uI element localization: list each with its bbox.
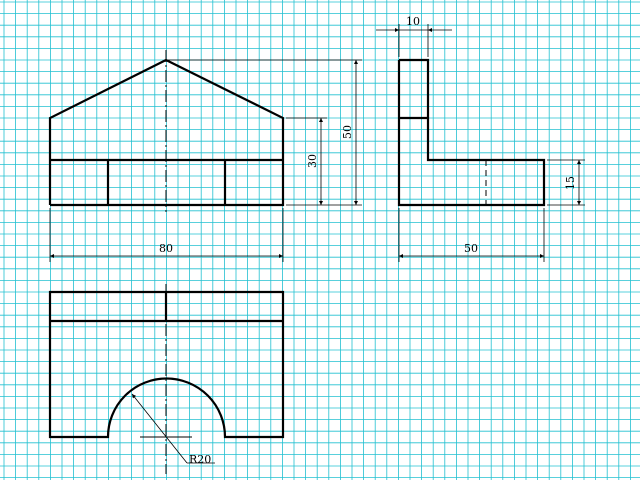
side-view-outline: [397, 58, 546, 207]
side-view-dimensions: [376, 24, 585, 262]
radius-leader-line: [131, 393, 188, 464]
dimension-label-30: 30: [306, 154, 319, 168]
front-view-dimensions: [49, 59, 362, 262]
front-view: [48, 50, 285, 212]
top-view: [48, 284, 285, 474]
side-view: [397, 58, 546, 207]
dimension-label-10: 10: [406, 15, 420, 28]
dimension-label-50-width: 50: [464, 242, 478, 255]
dimension-label-15: 15: [564, 176, 577, 190]
dimension-label-80: 80: [159, 242, 173, 255]
radius-label: R20: [189, 453, 211, 466]
dimension-label-50-height: 50: [341, 125, 354, 139]
top-view-outline: [48, 290, 285, 439]
top-view-dimensions: [131, 393, 215, 464]
front-view-outline: [48, 58, 285, 207]
